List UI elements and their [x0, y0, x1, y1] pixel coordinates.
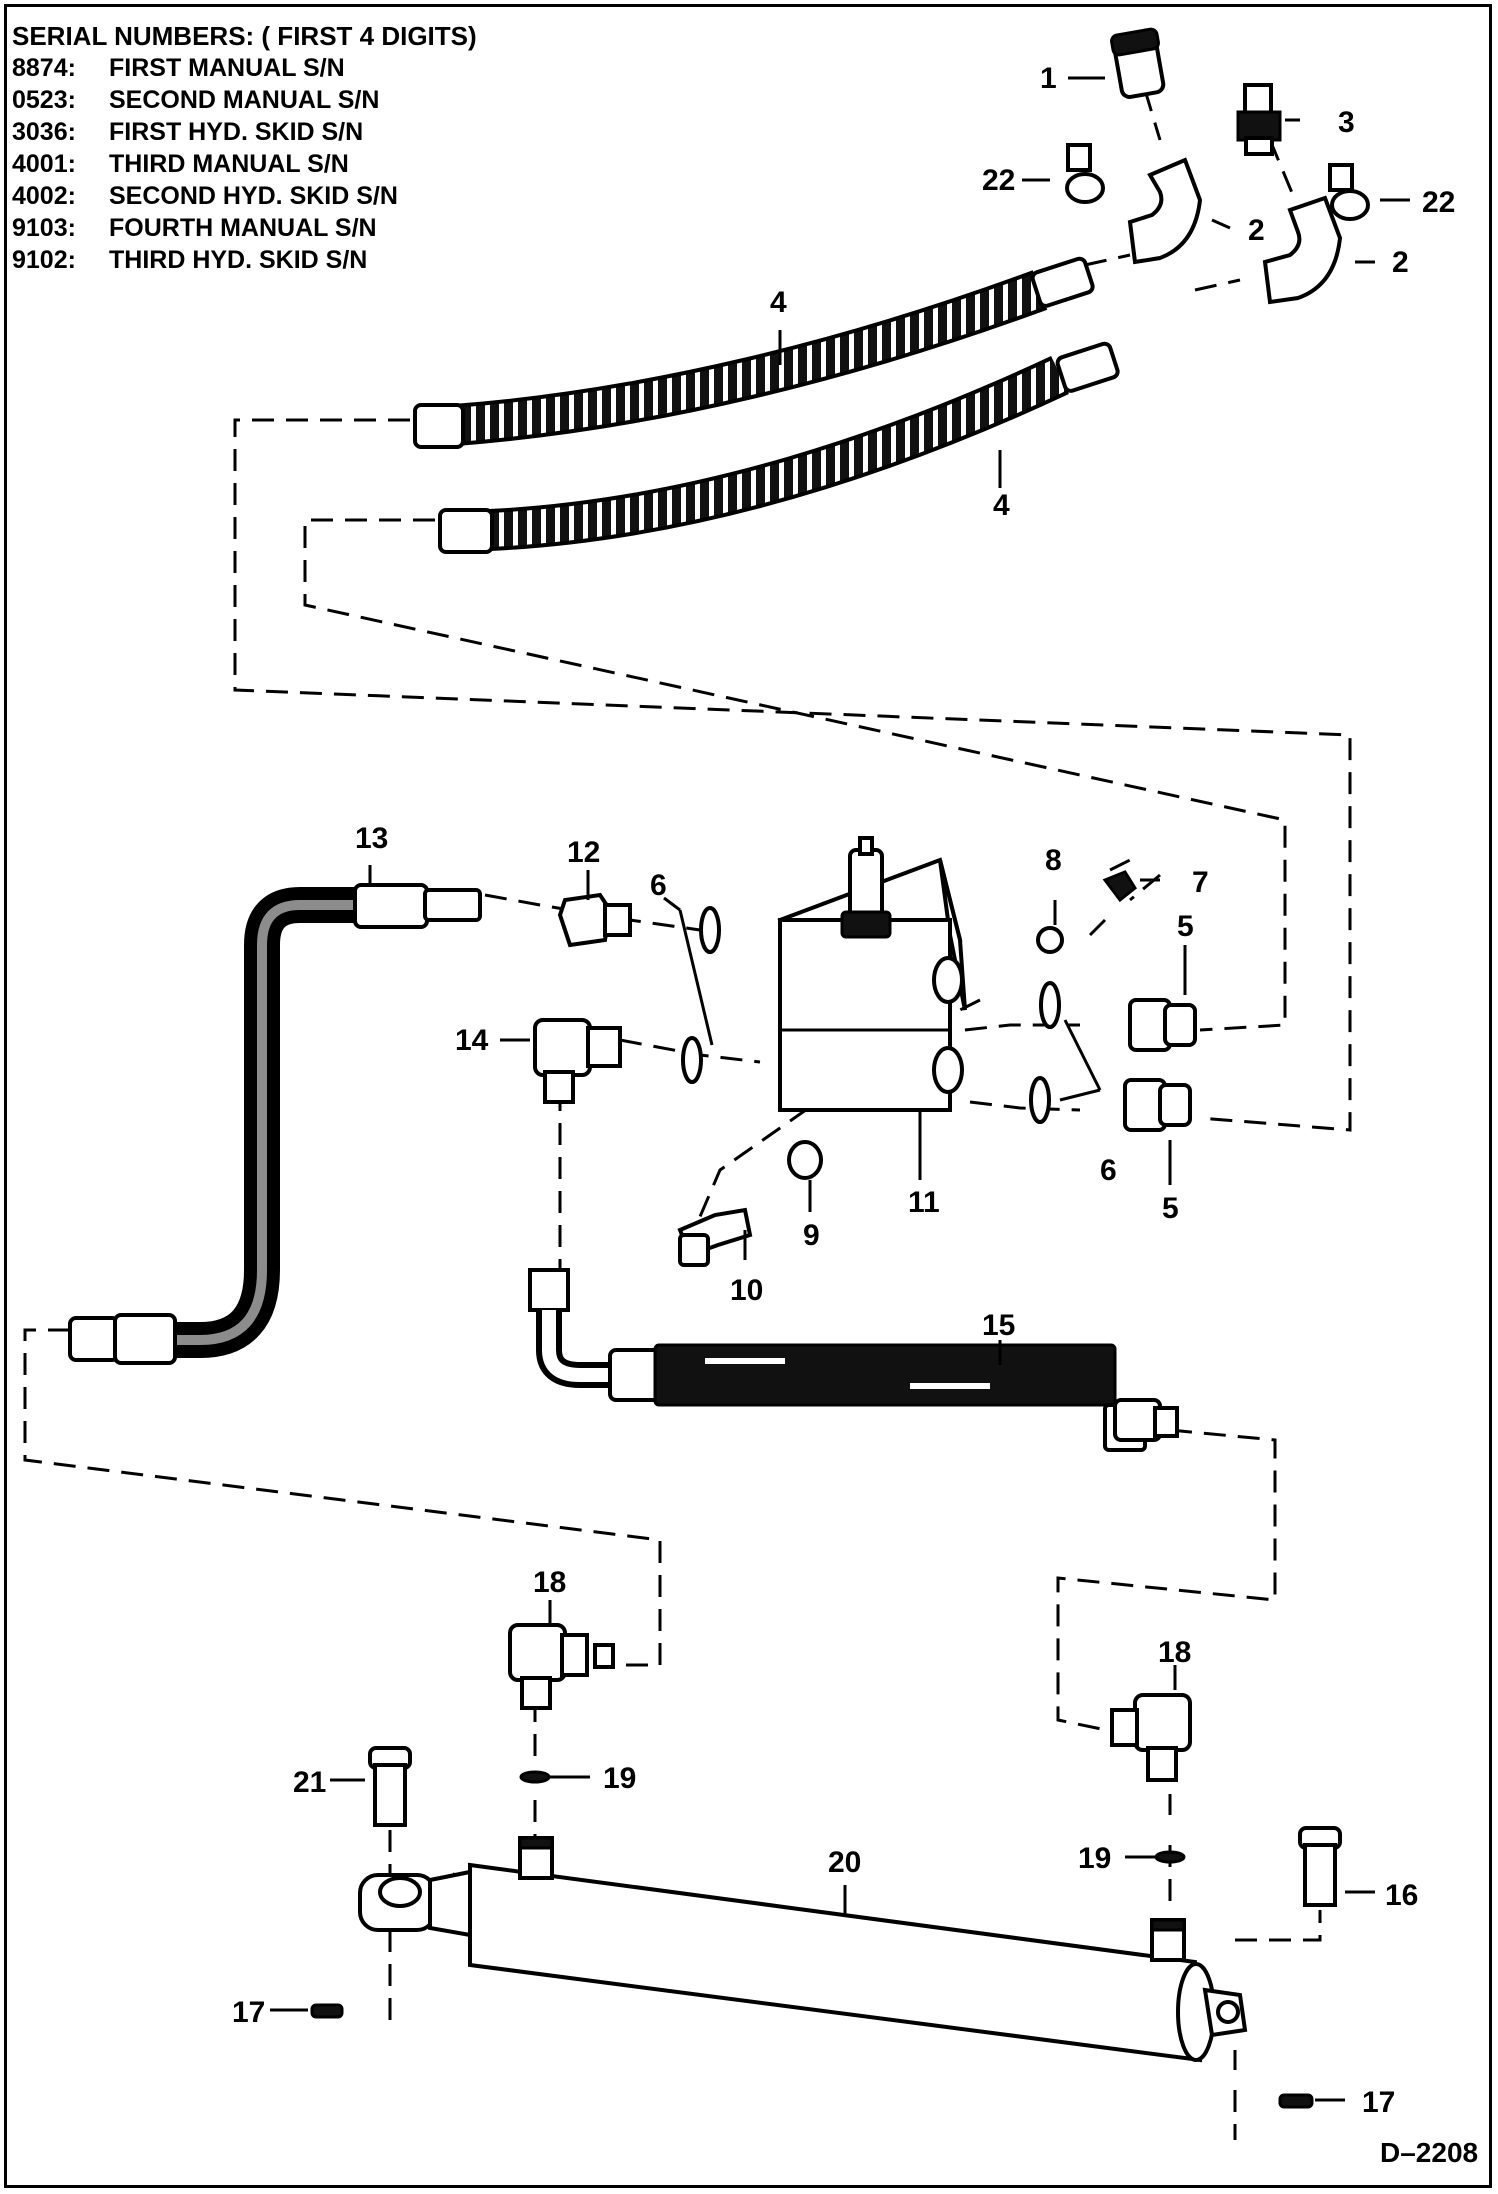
callout-10: 10: [730, 1274, 763, 1307]
serial-code: 0523:: [12, 86, 76, 114]
part-5-fitting-upper: [1128, 998, 1197, 1052]
callout-15: 15: [982, 1309, 1015, 1342]
part-20-cylinder: [358, 1836, 1248, 2063]
serial-row: 4001: THIRD MANUAL S/N: [12, 148, 477, 180]
callout-8: 8: [1045, 844, 1062, 877]
part-18-fitting-left: [508, 1623, 615, 1710]
part-5-fitting-lower: [1123, 1078, 1192, 1132]
part-6-orings-left: [663, 896, 721, 1084]
part-7-plug: [1102, 870, 1137, 903]
serial-desc: THIRD HYD. SKID S/N: [109, 246, 368, 274]
callout-2-right: 2: [1392, 246, 1409, 279]
callout-5-upper: 5: [1177, 910, 1194, 943]
serial-code: 3036:: [12, 118, 76, 146]
callout-19-left: 19: [603, 1762, 636, 1795]
serial-desc: SECOND MANUAL S/N: [109, 86, 380, 114]
callout-2-left: 2: [1248, 214, 1265, 247]
serial-code: 4001:: [12, 150, 76, 178]
serial-row: 9102: THIRD HYD. SKID S/N: [12, 244, 477, 276]
serial-desc: SECOND HYD. SKID S/N: [109, 182, 398, 210]
part-6-orings-right: [1029, 981, 1102, 1124]
serial-desc: FOURTH MANUAL S/N: [109, 214, 377, 242]
serial-desc: FIRST HYD. SKID S/N: [109, 118, 364, 146]
part-8-washer: [1036, 926, 1064, 954]
callout-7: 7: [1192, 866, 1209, 899]
serial-code: 4002:: [12, 182, 76, 210]
part-10-bolt: [677, 1207, 753, 1267]
part-16-pin: [1298, 1826, 1342, 1907]
serial-row: 0523: SECOND MANUAL S/N: [12, 84, 477, 116]
part-13-hose: [68, 883, 482, 1365]
callout-22-right: 22: [1422, 186, 1455, 219]
callout-14: 14: [455, 1024, 489, 1057]
serial-row: 9103: FOURTH MANUAL S/N: [12, 212, 477, 244]
callout-3: 3: [1338, 106, 1355, 139]
callout-6-left: 6: [650, 869, 667, 902]
callout-20: 20: [828, 1846, 861, 1879]
callout-17-right: 17: [1362, 2086, 1395, 2119]
callout-11: 11: [908, 1186, 940, 1219]
callout-6-right: 6: [1100, 1154, 1117, 1187]
part-2-elbow-left: [1127, 157, 1203, 265]
callout-13: 13: [355, 822, 388, 855]
callout-19-right: 19: [1078, 1842, 1111, 1875]
part-17-roll-pin-right: [1278, 2093, 1314, 2109]
part-17-roll-pin-left: [310, 2003, 344, 2019]
serial-desc: FIRST MANUAL S/N: [109, 54, 345, 82]
callout-4-upper: 4: [770, 286, 787, 319]
callout-18-right: 18: [1158, 1636, 1191, 1669]
part-12-plug: [557, 892, 632, 948]
serial-row: 4002: SECOND HYD. SKID S/N: [12, 180, 477, 212]
part-3-fitting: [1236, 83, 1282, 156]
part-9-washer: [787, 1140, 823, 1180]
serial-code: 9102:: [12, 246, 76, 274]
drawing-code: D–2208: [1380, 2137, 1478, 2168]
serial-row: 3036: FIRST HYD. SKID S/N: [12, 116, 477, 148]
callout-22-left: 22: [982, 164, 1015, 197]
part-1-cap: [1110, 27, 1166, 99]
part-15-hose: [528, 1268, 1179, 1452]
part-14-elbow-fitting: [533, 1018, 622, 1104]
part-11-valve-block: [777, 836, 967, 1112]
callout-4-lower: 4: [993, 489, 1010, 522]
serial-code: 9103:: [12, 214, 76, 242]
callout-12: 12: [567, 836, 600, 869]
part-19-oring-right: [1154, 1850, 1186, 1864]
serial-numbers-title: SERIAL NUMBERS: ( FIRST 4 DIGITS): [12, 21, 477, 51]
part-21-pin: [368, 1746, 412, 1827]
part-4-hose-upper: [413, 256, 1095, 449]
part-18-fitting-right: [1110, 1693, 1192, 1782]
part-4-hose-lower: [438, 341, 1120, 554]
serial-row: 8874: FIRST MANUAL S/N: [12, 52, 477, 84]
callout-18-left: 18: [533, 1566, 566, 1599]
serial-code: 8874:: [12, 54, 76, 82]
part-19-oring-left: [519, 1770, 551, 1784]
part-22-fitting-left: [1065, 143, 1105, 204]
callout-1: 1: [1040, 62, 1057, 95]
callout-17-left: 17: [232, 1996, 265, 2029]
part-2-elbow-right: [1262, 195, 1343, 305]
leader-lines: [270, 76, 1410, 2102]
callout-16: 16: [1385, 1879, 1418, 1912]
callout-9: 9: [803, 1219, 820, 1252]
callout-21: 21: [293, 1766, 326, 1799]
serial-numbers-legend: SERIAL NUMBERS: ( FIRST 4 DIGITS) 8874: F…: [12, 20, 477, 276]
part-22-fitting-right: [1328, 163, 1370, 221]
serial-desc: THIRD MANUAL S/N: [109, 150, 349, 178]
callout-5-lower: 5: [1162, 1192, 1179, 1225]
